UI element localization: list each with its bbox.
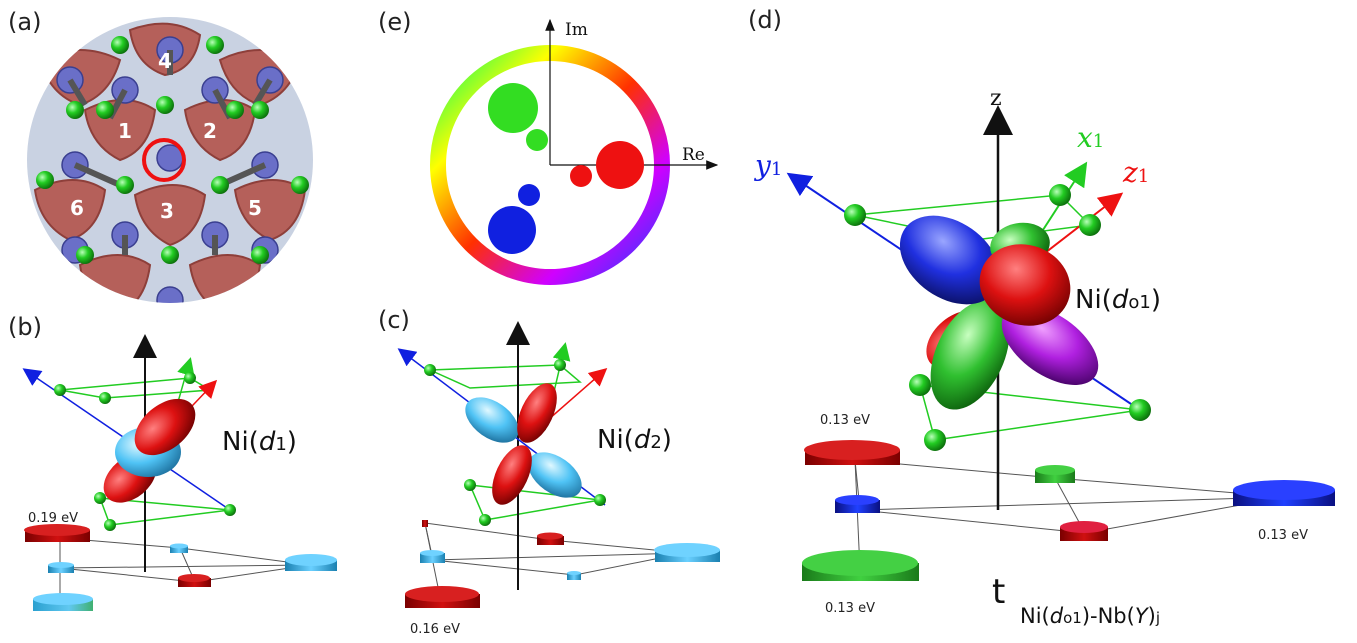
panel-a: (a) [8, 8, 313, 303]
phase-circle-red-large [596, 141, 644, 189]
atom-sphere [1129, 399, 1151, 421]
atom-sphere [184, 372, 196, 384]
orbital-label-c: Ni(d2) [597, 425, 672, 455]
site-label: 3 [160, 199, 174, 223]
phase-circle-blue-small [518, 184, 540, 206]
atom-sphere [1049, 184, 1071, 206]
energy-label: 0.19 eV [28, 511, 78, 526]
atom-sphere [424, 364, 436, 376]
atom-sphere [594, 494, 606, 506]
real-axis-label: Re [682, 145, 705, 165]
imag-axis-label: Im [565, 20, 588, 40]
atom-sphere [224, 504, 236, 516]
orbital-lobe [134, 398, 196, 456]
hopping-symbol: t [992, 572, 1005, 612]
panel-b: (b) Ni(d1) [8, 313, 337, 611]
panel-d-label: (d) [748, 6, 782, 34]
hopping-cylinders [24, 524, 337, 611]
panel-c: (c) Ni(d2) [378, 306, 720, 637]
site-label: 4 [158, 49, 172, 73]
panel-b-label: (b) [8, 313, 42, 341]
atom-sphere [54, 384, 66, 396]
lattice-image [27, 17, 313, 303]
panel-d: (d) z y1 x1 z1 [748, 6, 1335, 628]
atom-sphere [844, 204, 866, 226]
x1-axis-label: x1 [1077, 121, 1104, 154]
orbital-lobe [930, 300, 1010, 410]
atom-sphere [479, 514, 491, 526]
atom-sphere [99, 392, 111, 404]
atom-sphere [1079, 214, 1101, 236]
panel-e: (e) Im Re [378, 8, 719, 285]
site-label: 5 [248, 196, 262, 220]
site-label: 6 [70, 196, 84, 220]
hopping-cylinders [405, 520, 720, 608]
phase-circle-blue-large [488, 206, 536, 254]
phase-circle-red-small [570, 165, 592, 187]
energy-label: 0.16 eV [410, 622, 460, 637]
energy-label: 0.13 eV [1258, 528, 1308, 543]
atom-sphere [554, 359, 566, 371]
panel-e-label: (e) [378, 8, 412, 36]
atom-sphere [924, 429, 946, 451]
orbital-label-d: Ni(do1) [1075, 285, 1161, 315]
orbital-lobe [979, 244, 1071, 326]
panel-c-label: (c) [378, 306, 410, 334]
hopping-subscript: Ni(do1)-Nb(Y)j [1020, 604, 1160, 628]
site-label: 2 [203, 119, 217, 143]
orbital-lobe [899, 215, 1001, 305]
y1-axis-label: y1 [753, 149, 782, 182]
atom-sphere [104, 519, 116, 531]
phase-circle-green-large [488, 83, 538, 133]
atom-sphere [464, 479, 476, 491]
orbital-lobe [517, 383, 557, 443]
orbital-lobe [528, 452, 582, 498]
site-label: 1 [118, 119, 132, 143]
energy-label: 0.13 eV [820, 413, 870, 428]
atom-sphere [909, 374, 931, 396]
highlight-ring [142, 138, 186, 182]
orbital-lobe [465, 397, 519, 443]
orbital-lobe [492, 445, 532, 505]
phase-circle-green-small [526, 129, 548, 151]
atom-sphere [94, 492, 106, 504]
z-axis-label: z [990, 86, 1002, 111]
energy-label: 0.13 eV [825, 601, 875, 616]
z1-axis-label: z1 [1122, 156, 1149, 189]
orbital-label-b: Ni(d1) [222, 427, 297, 457]
panel-a-label: (a) [8, 8, 41, 36]
hopping-cylinders [802, 440, 1335, 581]
